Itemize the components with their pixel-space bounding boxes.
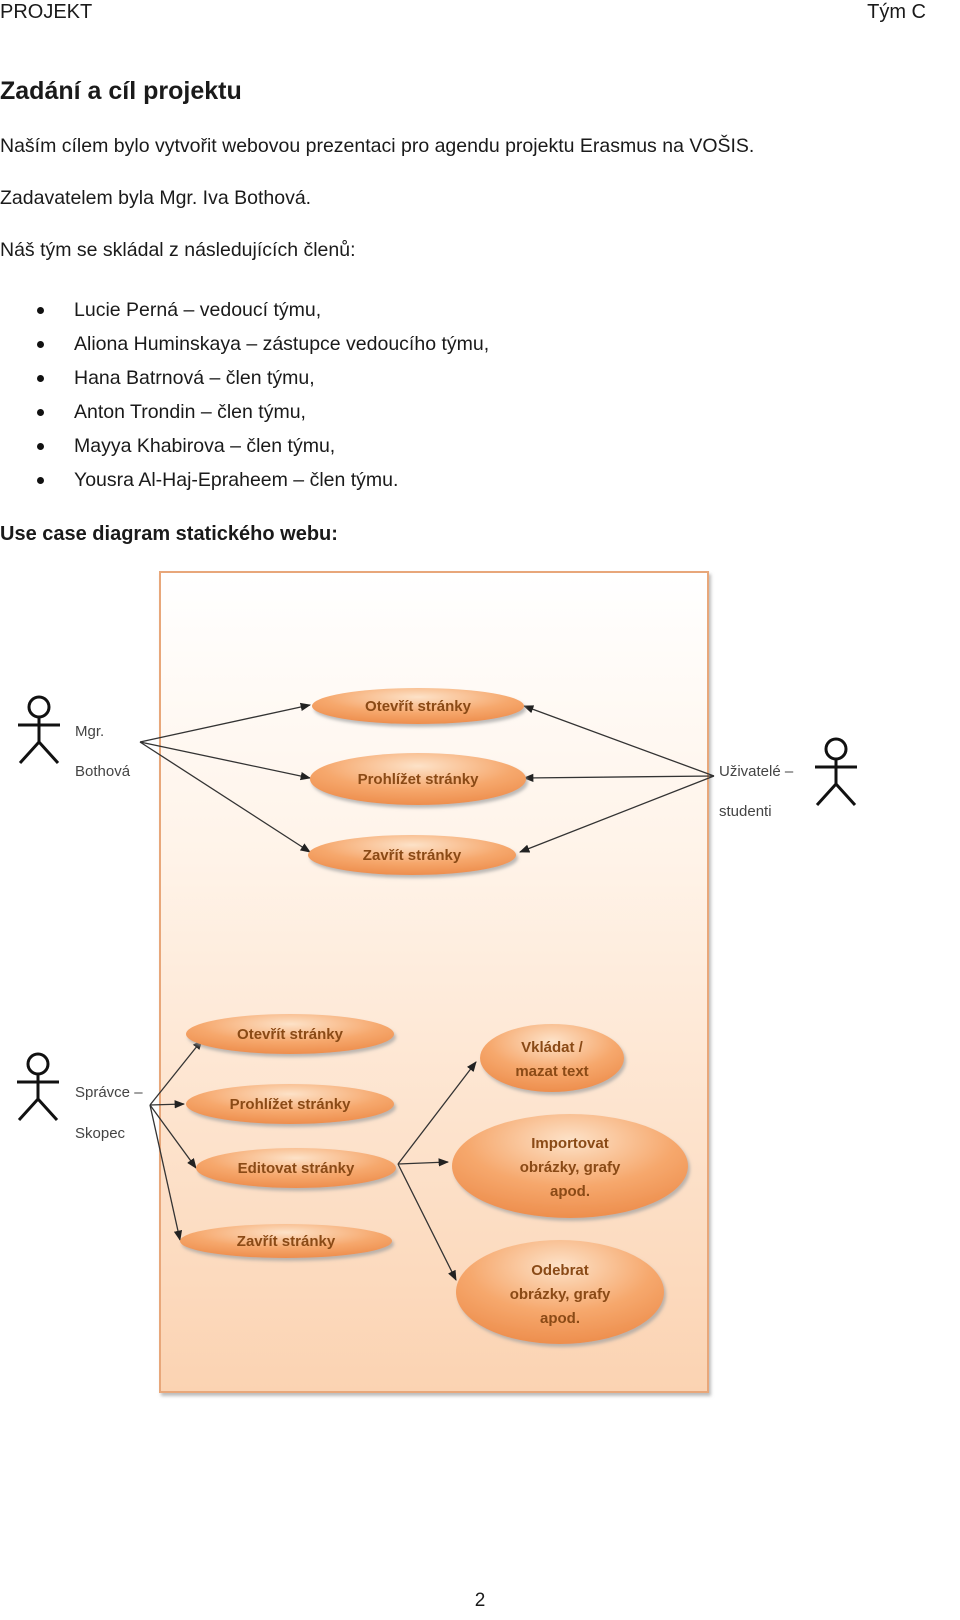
diagram-heading: Use case diagram statického webu: (0, 523, 338, 545)
use-case-label: apod. (540, 1310, 580, 1327)
bullet-icon (37, 307, 44, 314)
use-case-label: obrázky, grafy (520, 1159, 621, 1176)
actor-icon (815, 737, 857, 807)
list-item: Mayya Khabirova – člen týmu, (0, 434, 489, 468)
page-number: 2 (474, 1590, 486, 1611)
bullet-icon (37, 409, 44, 416)
use-case-label: apod. (550, 1183, 590, 1200)
use-case-ellipse (186, 1084, 394, 1124)
member-label: Lucie Perná – vedoucí týmu, (74, 299, 322, 321)
use-case-ellipse (452, 1114, 688, 1218)
bullet-icon (37, 341, 44, 348)
use-case-label: Prohlížet stránky (230, 1096, 352, 1113)
actor-label: Bothová (75, 763, 131, 780)
actor-label: Správce – (75, 1084, 143, 1101)
member-label: Yousra Al-Haj-Epraheem – člen týmu. (74, 469, 399, 491)
use-case-label: Otevřít stránky (237, 1026, 344, 1043)
use-case-label: Editovat stránky (238, 1160, 355, 1177)
use-case-label: Prohlížet stránky (358, 771, 480, 788)
use-case-label: Otevřít stránky (365, 698, 472, 715)
associations-admin (149, 1039, 477, 1281)
bullet-icon (37, 375, 44, 382)
page-title: Zadání a cíl projektu (0, 77, 242, 105)
use-case-ellipse (186, 1014, 394, 1054)
list-item: Lucie Perná – vedoucí týmu, (0, 298, 489, 332)
list-item: Yousra Al-Haj-Epraheem – člen týmu. (0, 468, 489, 502)
actor-icon (17, 1052, 59, 1122)
member-list: Lucie Perná – vedoucí týmu, Aliona Humin… (0, 298, 489, 502)
use-case-label: Importovat (531, 1135, 609, 1152)
bullet-icon (37, 443, 44, 450)
use-case-label: Vkládat / (521, 1039, 584, 1056)
associations-top (139, 702, 715, 853)
actor-label: Uživatelé – (719, 763, 794, 780)
actor-icon (18, 695, 60, 765)
use-case-label: obrázky, grafy (510, 1286, 611, 1303)
bullet-icon (37, 477, 44, 484)
team-paragraph: Náš tým se skládal z následujících členů… (0, 239, 356, 261)
use-case-ellipse (308, 835, 516, 875)
use-case-diagram: Mgr. Bothová Uživatelé – studenti Správc… (17, 571, 857, 1393)
intro-paragraph: Naším cílem bylo vytvořit webovou prezen… (0, 135, 755, 157)
list-item: Aliona Huminskaya – zástupce vedoucího t… (0, 332, 489, 366)
client-paragraph: Zadavatelem byla Mgr. Iva Bothová. (0, 187, 312, 209)
use-case-ellipse (312, 688, 524, 724)
actor-label: Skopec (75, 1125, 126, 1142)
use-case-label: mazat text (515, 1063, 588, 1080)
use-case-ellipse (456, 1240, 664, 1344)
actor-label: studenti (719, 803, 772, 820)
member-label: Anton Trondin – člen týmu, (74, 401, 306, 423)
use-case-label: Zavřít stránky (363, 847, 462, 864)
member-label: Mayya Khabirova – člen týmu, (74, 435, 336, 457)
use-case-ellipse (310, 753, 526, 805)
member-label: Hana Batrnová – člen týmu, (74, 367, 315, 389)
header-right: Tým C (867, 1, 926, 23)
use-case-ellipse (480, 1024, 624, 1092)
list-item: Hana Batrnová – člen týmu, (0, 366, 489, 400)
use-case-label: Odebrat (531, 1262, 589, 1279)
use-case-ellipse (180, 1224, 392, 1258)
list-item: Anton Trondin – člen týmu, (0, 400, 489, 434)
member-label: Aliona Huminskaya – zástupce vedoucího t… (74, 333, 490, 355)
actor-label: Mgr. (75, 723, 104, 740)
use-case-ellipse (196, 1148, 396, 1188)
use-case-label: Zavřít stránky (237, 1233, 336, 1250)
header-left: PROJEKT (0, 1, 93, 23)
